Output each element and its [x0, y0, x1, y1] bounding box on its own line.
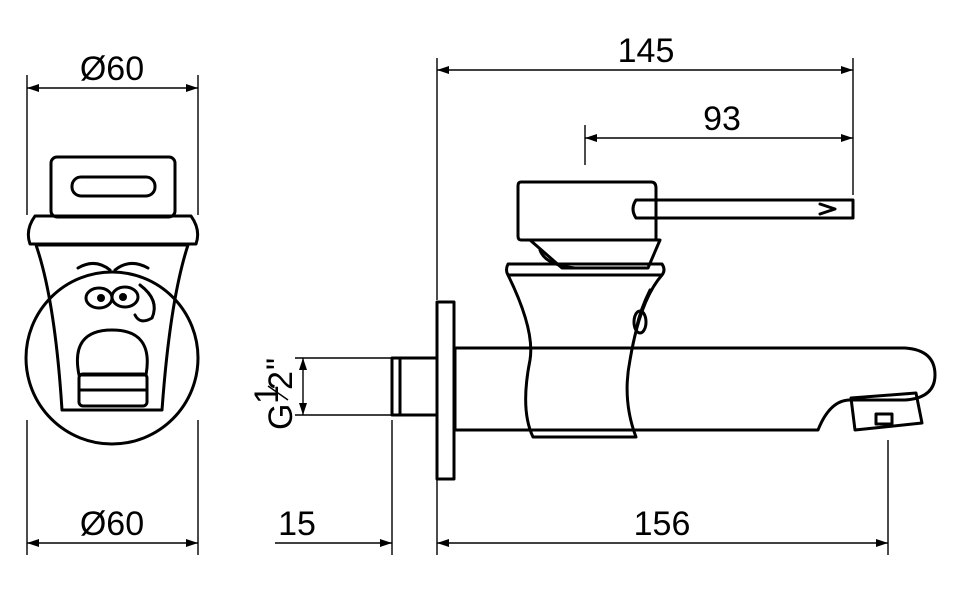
mixer-body-side [506, 273, 664, 439]
front-view: Ø60 Ø60 [24, 50, 200, 555]
brow-left [76, 262, 112, 272]
lever-tip-mark [818, 202, 837, 216]
wall-flange [435, 300, 456, 481]
aerator-detail [874, 412, 894, 426]
thread-label: G 1 2 " [248, 358, 300, 430]
thread-denominator: 2 [262, 371, 300, 390]
threaded-connector [390, 356, 439, 417]
eye-right-icon [110, 285, 140, 309]
thread-length-label: 15 [278, 505, 316, 543]
overall-length-label: 145 [618, 32, 675, 70]
lever-length-label: 93 [703, 100, 741, 138]
neck-curve [538, 248, 577, 270]
body-collar [26, 214, 200, 246]
cartridge-neck [528, 238, 662, 270]
fraction-slash [267, 385, 289, 401]
wall-rosette [24, 270, 200, 446]
cheek-curve [133, 283, 156, 323]
thread-g: G [262, 404, 300, 430]
top-diameter-label: Ø60 [80, 50, 144, 88]
aerator-side [849, 391, 924, 432]
lever-slot [70, 175, 157, 198]
eye-side-icon [632, 309, 648, 335]
lever-cap-side [516, 180, 658, 242]
thread-inch-mark: " [260, 358, 298, 370]
brow-right [113, 262, 150, 272]
mixer-body [34, 243, 190, 412]
spout [453, 346, 937, 432]
spout-length-label: 156 [634, 505, 691, 543]
spout-mouth [76, 328, 149, 377]
pupil-right [119, 293, 127, 301]
bottom-diameter-label: Ø60 [80, 505, 144, 543]
side-view: 145 93 G 1 [248, 32, 937, 555]
thread-numerator: 1 [248, 385, 286, 404]
pupil-left [97, 294, 105, 302]
lever-handle [631, 198, 855, 220]
